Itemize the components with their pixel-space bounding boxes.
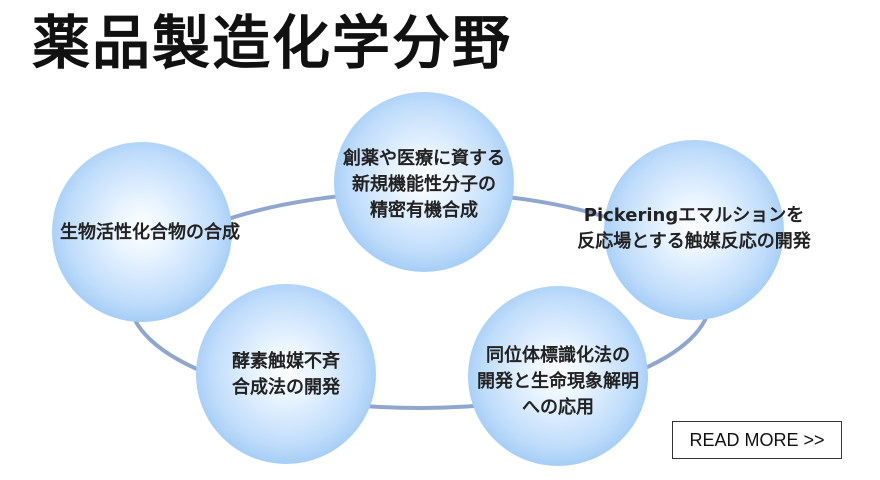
node-label-bioactive-compounds: 生物活性化合物の合成: [60, 222, 240, 243]
node-pickering-emulsion[interactable]: [604, 140, 784, 320]
node-organic-synthesis[interactable]: [334, 92, 514, 272]
node-isotope-labeling[interactable]: [468, 286, 648, 466]
node-bioactive-compounds[interactable]: [52, 142, 232, 322]
node-label-organic-synthesis: 創薬や医療に資する 新規機能性分子の 精密有機合成: [343, 148, 505, 222]
node-label-enzyme-catalysis: 酵素触媒不斉 合成法の開発: [232, 351, 340, 399]
node-enzyme-catalysis[interactable]: [196, 284, 376, 464]
node-label-isotope-labeling: 同位体標識化法の 開発と生命現象解明 への応用: [477, 345, 639, 419]
page-title: 薬品製造化学分野: [32, 9, 513, 77]
node-label-pickering-emulsion: Pickeringエマルションを 反応場とする触媒反応の開発: [577, 205, 811, 253]
read-more-button[interactable]: READ MORE >>: [672, 421, 842, 459]
